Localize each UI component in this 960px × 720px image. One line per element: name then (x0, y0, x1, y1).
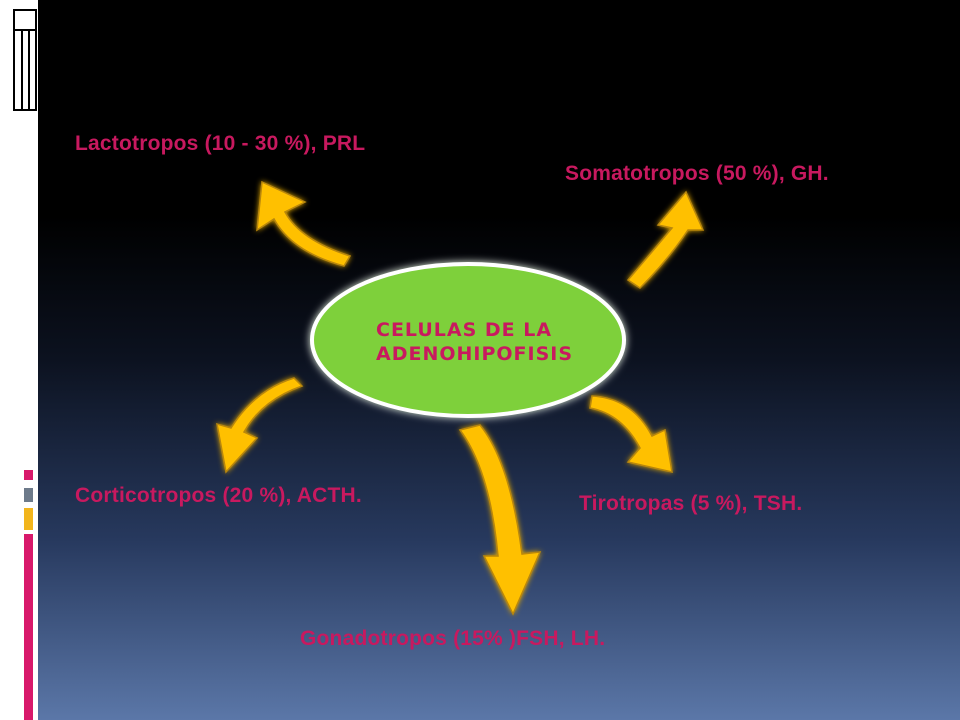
label-corticotropos: Corticotropos (20 %), ACTH. (75, 484, 362, 507)
label-tirotropas: Tirotropas (5 %), TSH. (579, 492, 803, 515)
curved-arrow-icon (216, 377, 304, 474)
label-gonadotropos: Gonadotropos (15% )FSH, LH. (300, 627, 606, 650)
center-title-line2: ADENOHIPOFISIS (376, 343, 574, 365)
label-lactotropos: Lactotropos (10 - 30 %), PRL (75, 132, 366, 155)
curved-arrow-icon (589, 395, 673, 473)
label-somatotropos: Somatotropos (50 %), GH. (565, 162, 829, 185)
curved-arrow-icon (256, 180, 352, 267)
curved-arrow-icon (458, 424, 542, 616)
accent-block-pink-top (24, 470, 33, 480)
center-title-line1: CELULAS DE LA (376, 319, 553, 341)
side-accent-blocks (24, 470, 36, 720)
accent-block-pink (24, 534, 33, 720)
center-title: CELULAS DE LA ADENOHIPOFISIS (376, 318, 616, 366)
center-ellipse (310, 262, 626, 418)
accent-block-gold (24, 508, 33, 530)
accent-block-gray (24, 488, 33, 502)
window-frame-decoration (13, 9, 37, 111)
curved-arrow-icon (626, 190, 705, 289)
